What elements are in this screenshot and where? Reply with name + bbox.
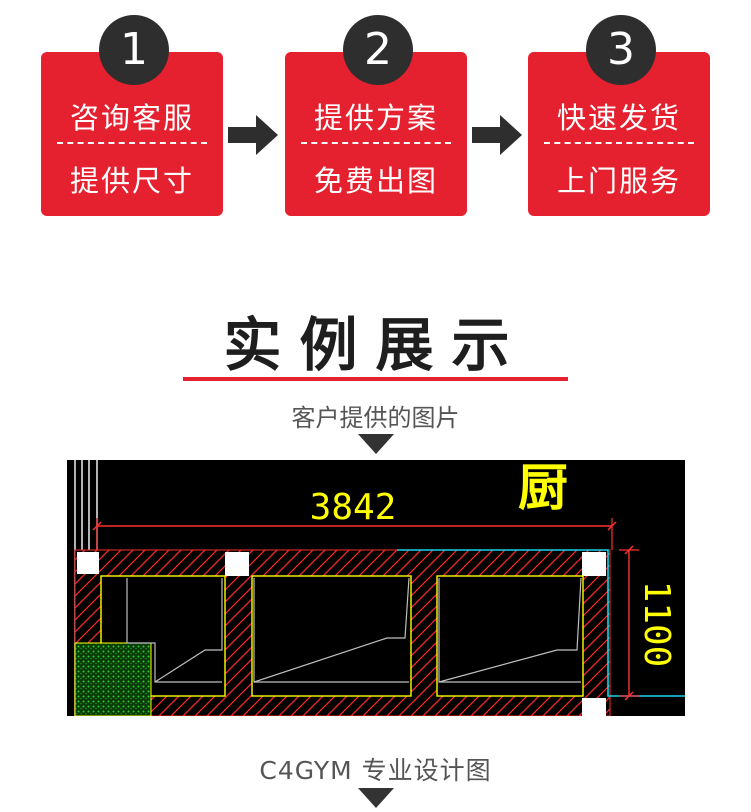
step-title: 咨询客服 [69,101,194,135]
step-number-badge: 1 [99,15,169,85]
dimension-width-label: 3842 [310,487,397,528]
arrow-right-icon [228,115,278,155]
design-drawing-caption: C4GYM 专业设计图 [259,756,492,785]
step-card-1: 1 咨询客服 提供尺寸 [41,15,223,216]
step-number-badge: 2 [343,15,413,85]
step-title: 快速发货 [556,101,681,135]
step-number-badge: 3 [586,15,656,85]
step-subtitle: 上门服务 [556,164,681,198]
step-subtitle: 免费出图 [313,164,438,198]
step-card-3: 3 快速发货 上门服务 [528,15,710,216]
cad-drawing-svg: 3842 厨 1100 [74,460,685,716]
cad-drawing-image: 3842 厨 1100 [67,460,685,716]
step-subtitle: 提供尺寸 [69,164,194,198]
customer-image-caption: 客户提供的图片 [291,404,460,432]
triangle-down-icon [358,434,394,454]
dimension-height-label: 1100 [636,581,677,668]
corner-label: 厨 [518,460,568,517]
arrow-right-icon [472,115,522,155]
section-title: 实例展示 [223,311,528,379]
dashed-divider [57,142,207,144]
title-underline [183,377,568,381]
dashed-divider [544,142,694,144]
step-card-2: 2 提供方案 免费出图 [285,15,467,216]
step-title: 提供方案 [313,101,438,135]
triangle-down-icon [358,788,394,808]
dashed-divider [301,142,451,144]
